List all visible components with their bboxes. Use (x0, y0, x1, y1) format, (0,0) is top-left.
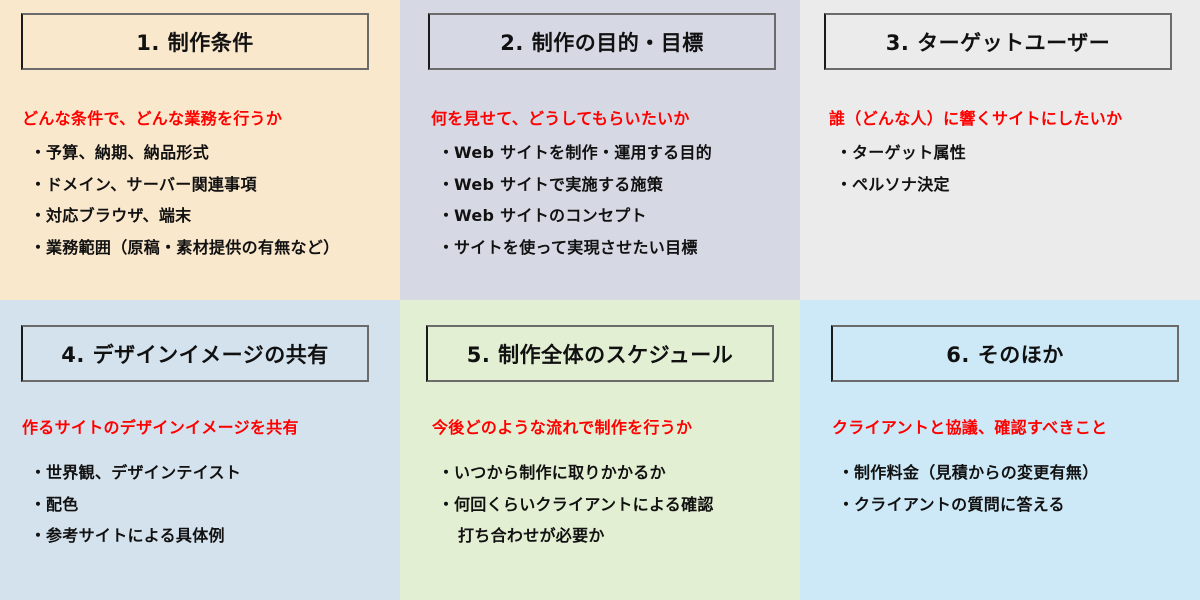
list-item: ・Web サイトのコンセプト (438, 200, 712, 232)
panel-schedule: 5. 制作全体のスケジュール 今後どのような流れで制作を行うか ・いつから制作に… (400, 300, 800, 600)
item-list: ・いつから制作に取りかかるか ・何回くらいクライアントによる確認 打ち合わせが必… (438, 457, 714, 552)
bullet-icon: ・ (438, 206, 455, 225)
list-item: ・参考サイトによる具体例 (30, 520, 241, 552)
list-item: ・Web サイトを制作・運用する目的 (438, 137, 712, 169)
bullet-icon: ・ (838, 463, 855, 482)
bullet-icon: ・ (438, 463, 455, 482)
panel-subtitle: 今後どのような流れで制作を行うか (432, 418, 693, 437)
item-list: ・Web サイトを制作・運用する目的 ・Web サイトで実施する施策 ・Web … (438, 137, 712, 263)
panel-subtitle: 何を見せて、どうしてもらいたいか (431, 109, 690, 128)
panel-purpose-goals: 2. 制作の目的・目標 何を見せて、どうしてもらいたいか ・Web サイトを制作… (400, 0, 800, 300)
list-item: ・制作料金（見積からの変更有無） (838, 457, 1099, 489)
list-item: ・サイトを使って実現させたい目標 (438, 232, 712, 264)
list-item: ・ドメイン、サーバー関連事項 (30, 169, 339, 201)
bullet-icon: ・ (438, 237, 455, 257)
list-item: ・クライアントの質問に答える (838, 489, 1099, 521)
bullet-icon: ・ (438, 174, 455, 194)
bullet-icon: ・ (438, 494, 455, 514)
panel-subtitle: 誰（どんな人）に響くサイトにしたいか (829, 109, 1123, 128)
panel-title: 1. 制作条件 (21, 13, 369, 70)
panel-subtitle: クライアントと協議、確認すべきこと (832, 418, 1108, 437)
panel-title: 5. 制作全体のスケジュール (426, 325, 774, 382)
panel-design-image: 4. デザインイメージの共有 作るサイトのデザインイメージを共有 ・世界観、デザ… (0, 300, 400, 600)
item-list: ・制作料金（見積からの変更有無） ・クライアントの質問に答える (838, 457, 1099, 520)
list-item-continuation: 打ち合わせが必要か (458, 526, 605, 545)
list-item: ・世界観、デザインテイスト (30, 457, 241, 489)
list-item: ・予算、納期、納品形式 (30, 137, 339, 169)
list-item: ・配色 (30, 489, 241, 521)
bullet-icon: ・ (838, 494, 855, 514)
bullet-icon: ・ (30, 174, 47, 194)
bullet-icon: ・ (30, 463, 47, 482)
panel-production-conditions: 1. 制作条件 どんな条件で、どんな業務を行うか ・予算、納期、納品形式 ・ドメ… (0, 0, 400, 300)
item-list: ・ターゲット属性 ・ペルソナ決定 (836, 137, 966, 200)
bullet-icon: ・ (30, 206, 47, 225)
panel-title: 4. デザインイメージの共有 (21, 325, 369, 382)
bullet-icon: ・ (836, 174, 853, 194)
bullet-icon: ・ (30, 237, 47, 257)
panel-title: 3. ターゲットユーザー (824, 13, 1172, 70)
bullet-icon: ・ (836, 143, 853, 162)
bullet-icon: ・ (30, 143, 47, 162)
list-item: ・何回くらいクライアントによる確認 (438, 489, 714, 521)
list-item: ・Web サイトで実施する施策 (438, 169, 712, 201)
item-list: ・世界観、デザインテイスト ・配色 ・参考サイトによる具体例 (30, 457, 241, 552)
panel-title: 2. 制作の目的・目標 (428, 13, 776, 70)
bullet-icon: ・ (30, 494, 47, 514)
list-item: ・いつから制作に取りかかるか (438, 457, 714, 489)
panel-other: 6. そのほか クライアントと協議、確認すべきこと ・制作料金（見積からの変更有… (800, 300, 1200, 600)
bullet-icon: ・ (438, 143, 455, 162)
list-item: ・ターゲット属性 (836, 137, 966, 169)
panel-subtitle: どんな条件で、どんな業務を行うか (22, 109, 283, 128)
panel-subtitle: 作るサイトのデザインイメージを共有 (22, 418, 299, 437)
list-item: ・ペルソナ決定 (836, 169, 966, 201)
list-item: ・対応ブラウザ、端末 (30, 200, 339, 232)
panel-title: 6. そのほか (831, 325, 1179, 382)
bullet-icon: ・ (30, 526, 47, 545)
item-list: ・予算、納期、納品形式 ・ドメイン、サーバー関連事項 ・対応ブラウザ、端末 ・業… (30, 137, 339, 263)
panel-target-users: 3. ターゲットユーザー 誰（どんな人）に響くサイトにしたいか ・ターゲット属性… (800, 0, 1200, 300)
list-item: ・業務範囲（原稿・素材提供の有無など） (30, 232, 339, 264)
